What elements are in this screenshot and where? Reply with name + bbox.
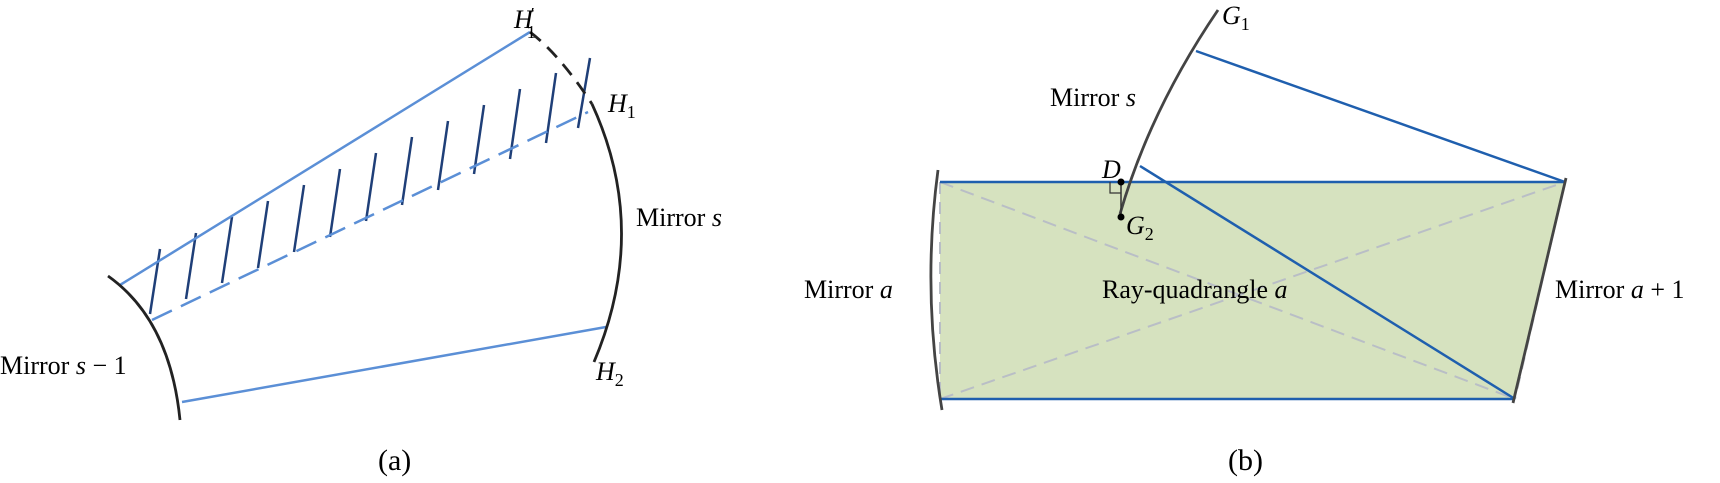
mirror-s-solid-segment <box>590 103 623 363</box>
mirror-s-b <box>1118 9 1220 215</box>
label-mirror-s-b: Mirror s <box>1050 83 1136 112</box>
mirror-s-dashed-segment <box>529 30 594 105</box>
right-angle-mark <box>1109 182 1121 194</box>
label-d: D <box>1101 155 1121 184</box>
panel-a: H′1 H1 H2 Mirror s Mirror s − 1 (a) <box>0 4 722 477</box>
label-mirror-s-minus-1: Mirror s − 1 <box>0 351 127 380</box>
lower-dashed-ray <box>151 110 589 322</box>
label-mirror-a-plus-1: Mirror a + 1 <box>1555 275 1685 304</box>
quad-diagonal-1 <box>939 181 1516 400</box>
mirror-s-minus-1 <box>107 274 182 421</box>
label-mirror-s-a: Mirror s <box>636 203 722 232</box>
label-h1-prime: H′1 <box>513 4 536 42</box>
caption-a: (a) <box>378 444 411 477</box>
panel-b: G1 Mirror s D G2 Mirror a Ray-quadrangle… <box>804 1 1685 477</box>
label-g1: G1 <box>1222 1 1250 34</box>
label-h1: H1 <box>607 89 636 122</box>
bottom-ray <box>181 325 607 404</box>
mirror-a <box>929 169 944 411</box>
quad-diagonal-2 <box>939 181 1566 400</box>
upper-ray <box>119 30 531 287</box>
label-ray-quadrangle: Ray-quadrangle a <box>1102 275 1288 304</box>
diagonal-ray <box>1139 164 1516 401</box>
upper-reflected-ray <box>1195 49 1566 184</box>
hatch-lines <box>148 57 592 315</box>
label-g2: G2 <box>1126 211 1154 244</box>
caption-b: (b) <box>1228 444 1263 477</box>
label-h2: H2 <box>595 357 624 390</box>
point-g2 <box>1117 213 1125 221</box>
mirror-a-plus-1 <box>1511 177 1568 404</box>
label-mirror-a: Mirror a <box>804 275 893 304</box>
point-d <box>1117 178 1125 186</box>
